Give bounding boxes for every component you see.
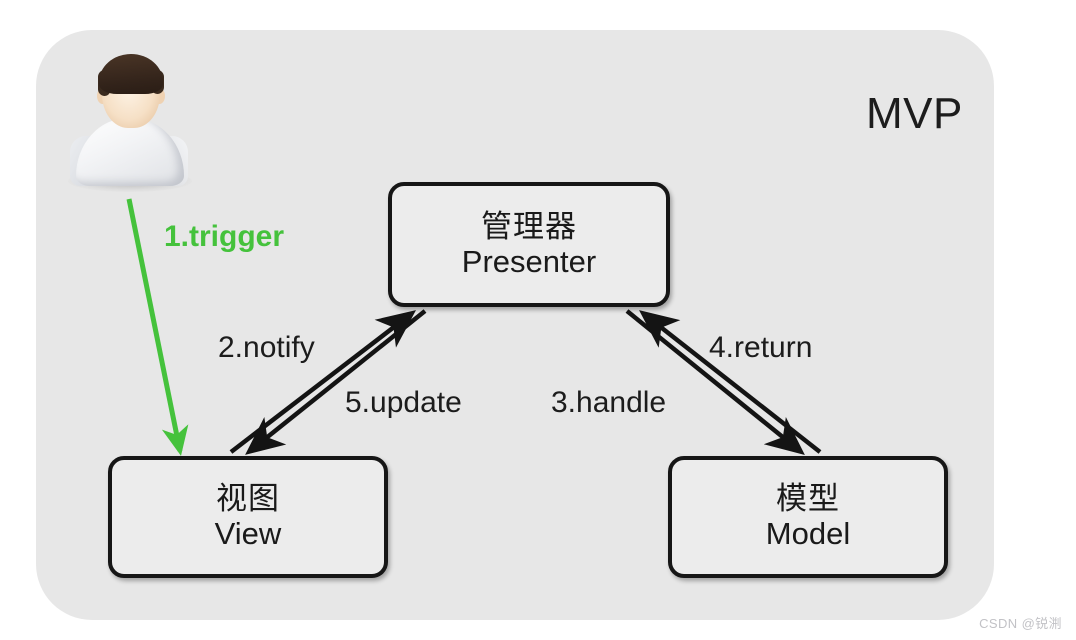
watermark: CSDN @锐渆 [979, 616, 1062, 631]
node-presenter-label-en: Presenter [461, 243, 597, 279]
edge-label-trigger: 1.trigger [164, 220, 285, 253]
node-model[interactable]: 模型 Model [668, 456, 948, 578]
avatar-hair [99, 54, 163, 94]
edge-label-handle: 3.handle [551, 386, 667, 419]
edge-label-update: 5.update [345, 386, 462, 419]
edge-label-return: 4.return [709, 331, 813, 364]
node-view-label-cn: 视图 [216, 481, 280, 517]
user-avatar-icon [62, 44, 198, 194]
node-model-label-cn: 模型 [776, 481, 840, 517]
node-view-label-en: View [214, 516, 282, 551]
diagram-title: MVP [866, 89, 963, 138]
node-presenter[interactable]: 管理器 Presenter [388, 182, 670, 307]
node-model-label-en: Model [765, 516, 851, 551]
node-view[interactable]: 视图 View [108, 456, 388, 578]
node-presenter-label-cn: 管理器 [481, 208, 577, 244]
avatar-torso [76, 118, 184, 186]
edge-label-notify: 2.notify [218, 331, 315, 364]
